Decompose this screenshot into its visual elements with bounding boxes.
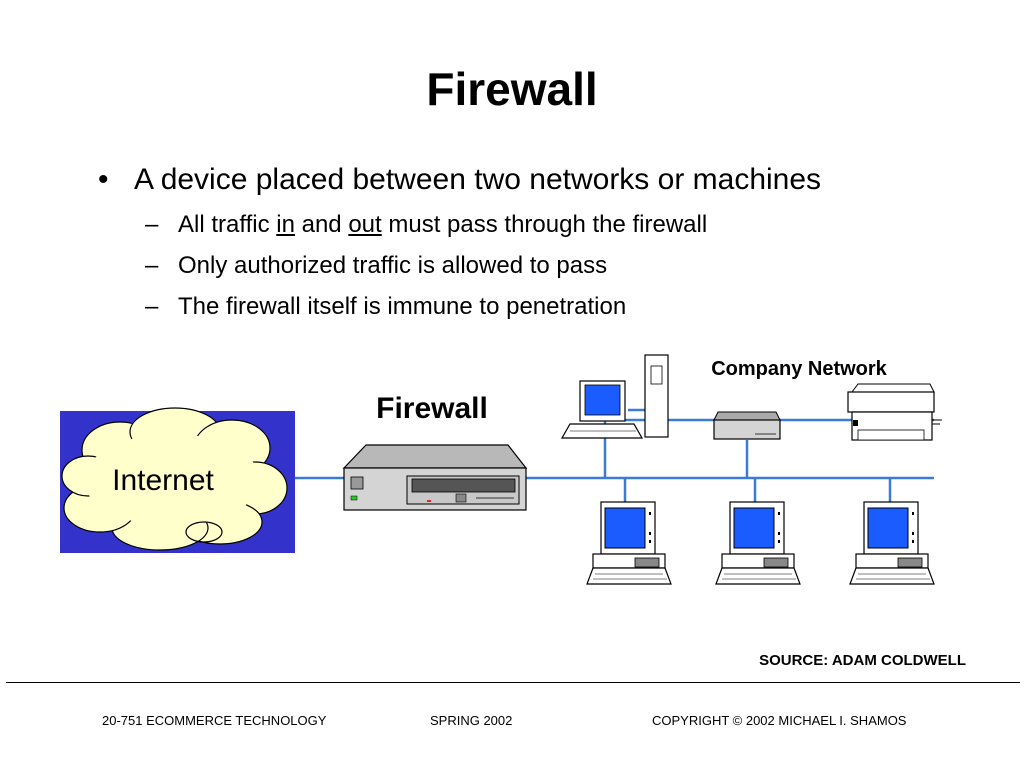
footer-course: 20-751 ECOMMERCE TECHNOLOGY [102, 713, 327, 728]
printer-icon [847, 383, 942, 441]
sub-bullet-3: – The firewall itself is immune to penet… [98, 291, 978, 323]
footer-term: SPRING 2002 [430, 713, 513, 728]
dash-glyph: – [145, 293, 159, 320]
bullet-main: • A device placed between two networks o… [98, 160, 978, 200]
desktop-pc-icon [586, 501, 672, 585]
sub-bullet-1-part1: All traffic [178, 211, 277, 238]
firewall-device-icon [342, 444, 528, 511]
sub-bullet-1-out: out [348, 211, 382, 238]
sub-bullet-3-text: The firewall itself is immune to penetra… [178, 293, 627, 320]
dash-glyph: – [145, 211, 159, 238]
desktop-pc-icon [715, 501, 801, 585]
bullet-list: • A device placed between two networks o… [98, 160, 978, 323]
firewall-label: Firewall [376, 392, 488, 425]
sub-bullet-2-text: Only authorized traffic is allowed to pa… [178, 252, 608, 279]
footer-copyright: COPYRIGHT © 2002 MICHAEL I. SHAMOS [652, 713, 907, 728]
footer-divider [6, 682, 1020, 683]
source-credit: SOURCE: ADAM COLDWELL [759, 652, 966, 669]
desktop-pc-icon [849, 501, 935, 585]
bullet-main-text: A device placed between two networks or … [134, 163, 822, 196]
sub-bullet-1: – All traffic in and out must pass throu… [98, 209, 978, 241]
slide-title: Firewall [426, 63, 598, 115]
internet-box: Internet [60, 407, 295, 553]
bullet-glyph: • [98, 163, 109, 196]
dash-glyph: – [145, 252, 159, 279]
cloud-icon [61, 407, 288, 551]
network-hub-icon [713, 411, 781, 440]
sub-bullet-1-part3: must pass through the firewall [381, 211, 708, 238]
internet-label: Internet [112, 464, 214, 497]
workstation-tower-icon [560, 354, 669, 439]
sub-bullet-1-in: in [276, 211, 295, 238]
sub-bullet-2: – Only authorized traffic is allowed to … [98, 250, 978, 282]
company-network-label: Company Network [711, 358, 887, 380]
sub-bullet-1-part2: and [294, 211, 349, 238]
